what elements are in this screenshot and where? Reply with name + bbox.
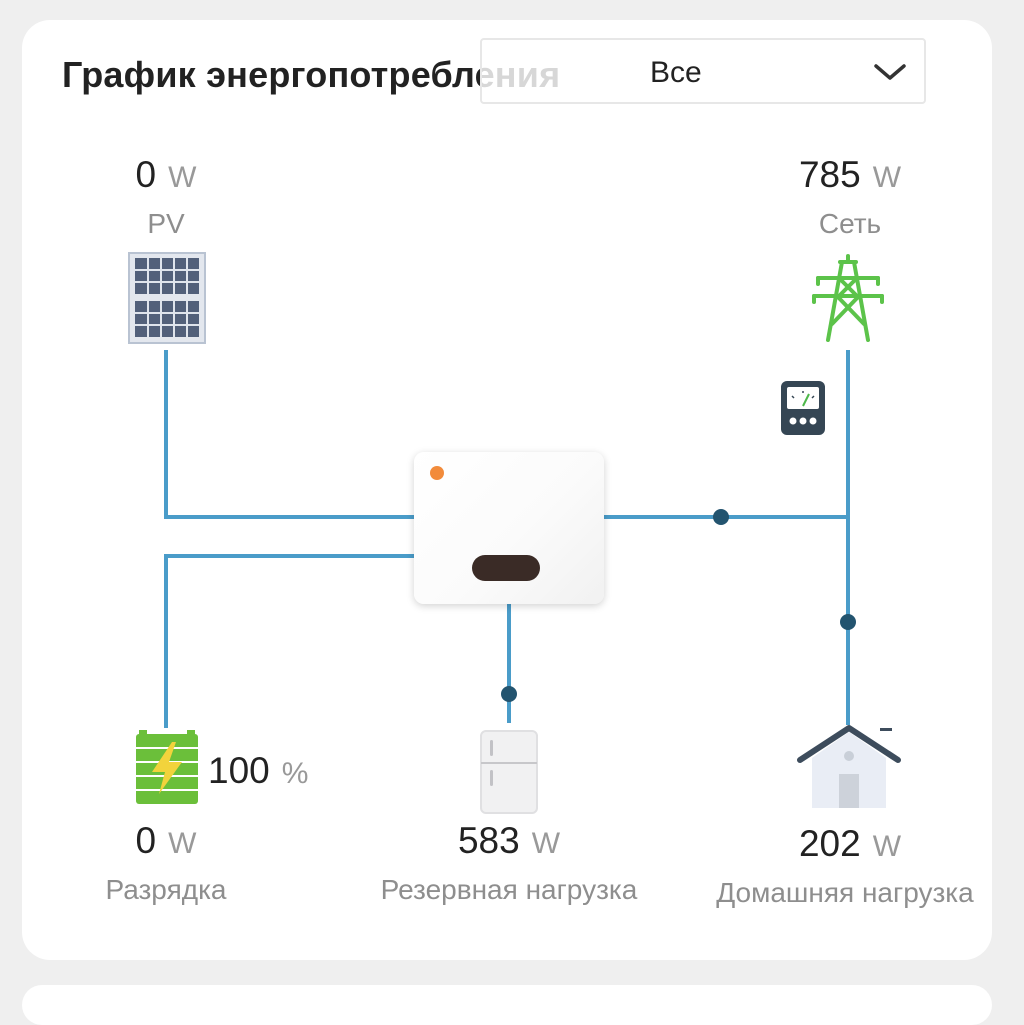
home-label: Домашняя нагрузка [716,877,974,908]
pv-label: PV [147,208,185,239]
grid-label: Сеть [818,208,882,239]
home-power: 202 W [770,823,930,865]
pv-power-unit: W [168,161,197,194]
inverter-status-led [430,466,444,480]
solar-panel-icon [128,252,206,344]
battery-soc-value: 100 [208,750,270,791]
house-icon [797,725,901,808]
home-power-value: 202 [798,823,861,864]
grid-power-unit: W [872,161,902,194]
pv-power-value: 0 [135,154,157,195]
battery-label: Разрядка [105,874,227,905]
backup-power-unit: W [531,827,561,860]
flow-dot-backup [501,686,517,702]
home-power-unit: W [872,830,902,863]
energy-meter-icon [781,381,825,435]
battery-icon [136,730,198,804]
inverter-display-slot [472,555,540,581]
card-title: График энергопотребления [62,54,561,95]
pv-to-inverter-line [164,350,414,519]
battery-soc: 100% [208,750,308,792]
flow-dot-home [840,614,856,630]
grid-power-value: 785 [798,154,861,195]
backup-label: Резервная нагрузка [380,874,638,905]
grid-power: 785 W [770,154,930,196]
inverter-icon [414,452,604,604]
chevron-down-icon [874,64,906,80]
inverter-to-battery-line [164,554,414,728]
filter-select-value: Все [650,56,702,89]
filter-select[interactable]: Все [480,38,926,104]
refrigerator-icon [480,730,538,814]
flow-dot-grid [713,509,729,525]
next-card [22,985,992,1025]
power-tower-icon [812,254,884,342]
battery-power-value: 0 [135,820,157,861]
battery-power-unit: W [168,827,197,860]
battery-soc-unit: % [281,757,309,790]
backup-power: 583 W [429,820,589,862]
backup-power-value: 583 [457,820,520,861]
flow-lines [164,350,856,728]
